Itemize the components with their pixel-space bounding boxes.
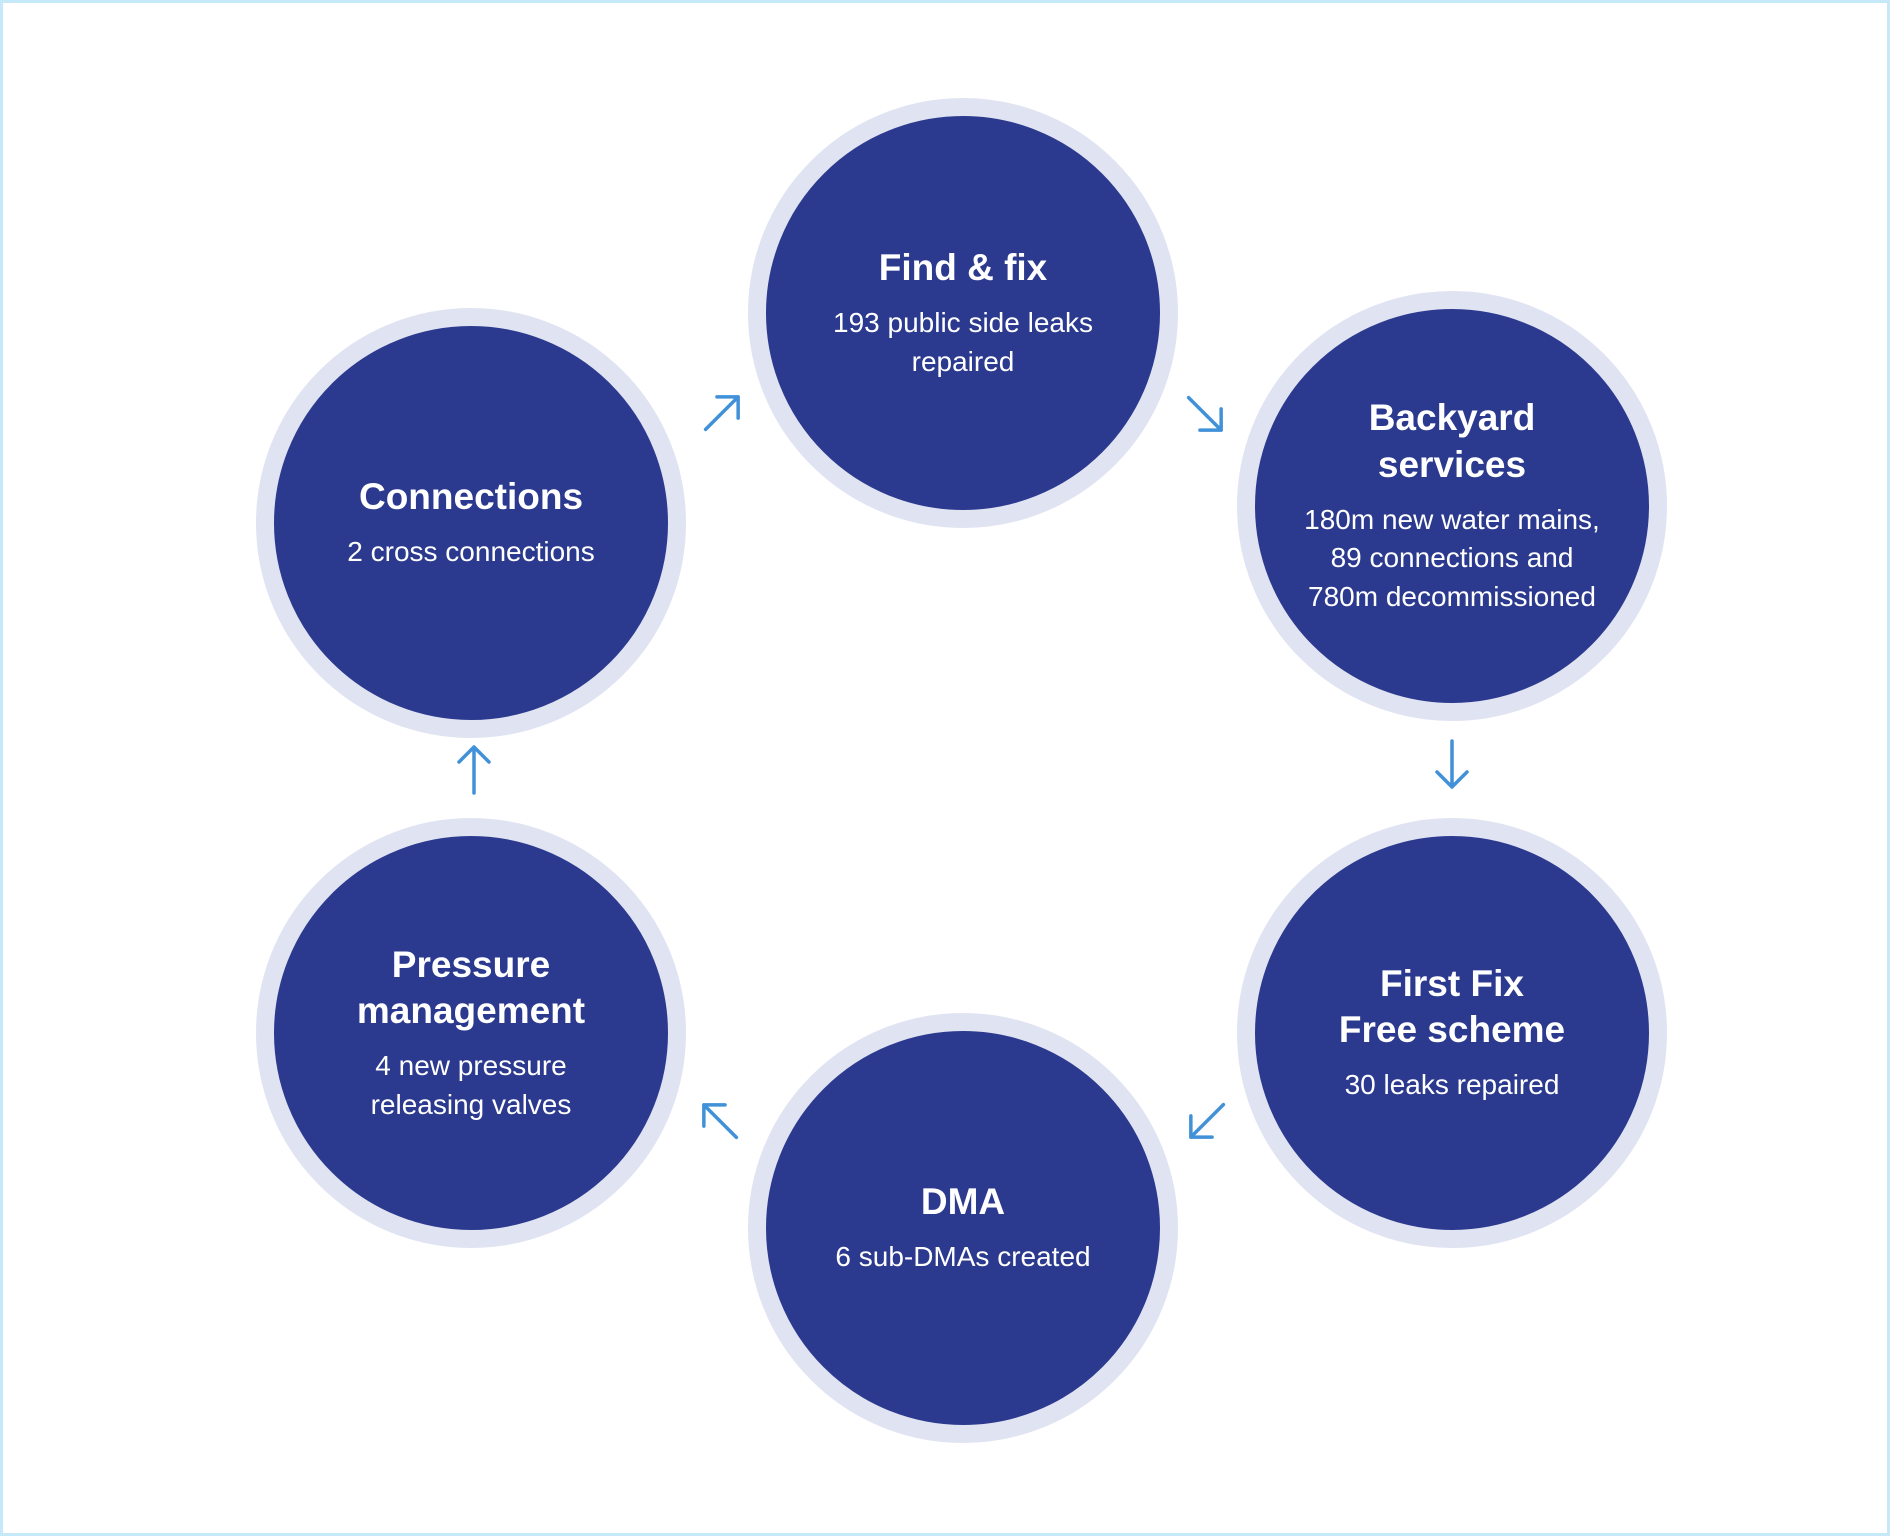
node-backyard-services: Backyard services 180m new water mains, … xyxy=(1237,291,1667,721)
arrow-backyard-services-to-first-fix xyxy=(1412,727,1492,807)
node-find-and-fix: Find & fix 193 public side leaks repaire… xyxy=(748,98,1178,528)
arrow-down-right-icon xyxy=(1186,395,1223,432)
node-title: Connections xyxy=(358,476,584,518)
node-title: Pressure management xyxy=(356,943,586,1031)
node-description: 4 new pressure releasing valves xyxy=(370,1050,572,1120)
node-description: 180m new water mains, 89 connections and… xyxy=(1304,503,1600,613)
arrow-connections-to-find-fix xyxy=(684,371,764,451)
arrow-up-right-icon xyxy=(703,395,740,432)
node-pressure-management: Pressure management 4 new pressure relea… xyxy=(256,818,686,1248)
arrow-up-icon xyxy=(457,745,491,795)
node-title: Backyard services xyxy=(1368,397,1536,485)
node-first-fix-free-scheme: First Fix Free scheme 30 leaks repaired xyxy=(1237,818,1667,1248)
node-description: 30 leaks repaired xyxy=(1344,1069,1560,1101)
arrow-find-fix-to-backyard-services xyxy=(1167,376,1247,456)
node-dma: DMA 6 sub-DMAs created xyxy=(748,1013,1178,1443)
node-title: First Fix Free scheme xyxy=(1338,962,1566,1051)
node-description: 2 cross connections xyxy=(347,536,595,568)
arrow-down-icon xyxy=(1435,739,1469,789)
node-description: 6 sub-DMAs created xyxy=(835,1241,1091,1273)
arrow-up-left-icon xyxy=(702,1103,739,1140)
node-title: Find & fix xyxy=(878,246,1048,288)
arrow-dma-to-pressure-management xyxy=(678,1079,758,1159)
arrow-down-left-icon xyxy=(1189,1102,1226,1139)
node-description: 193 public side leaks repaired xyxy=(833,307,1093,377)
node-title: DMA xyxy=(920,1181,1006,1223)
node-connections: Connections 2 cross connections xyxy=(256,308,686,738)
arrow-first-fix-to-dma xyxy=(1165,1083,1245,1163)
arrow-pressure-management-to-connections xyxy=(434,727,514,807)
